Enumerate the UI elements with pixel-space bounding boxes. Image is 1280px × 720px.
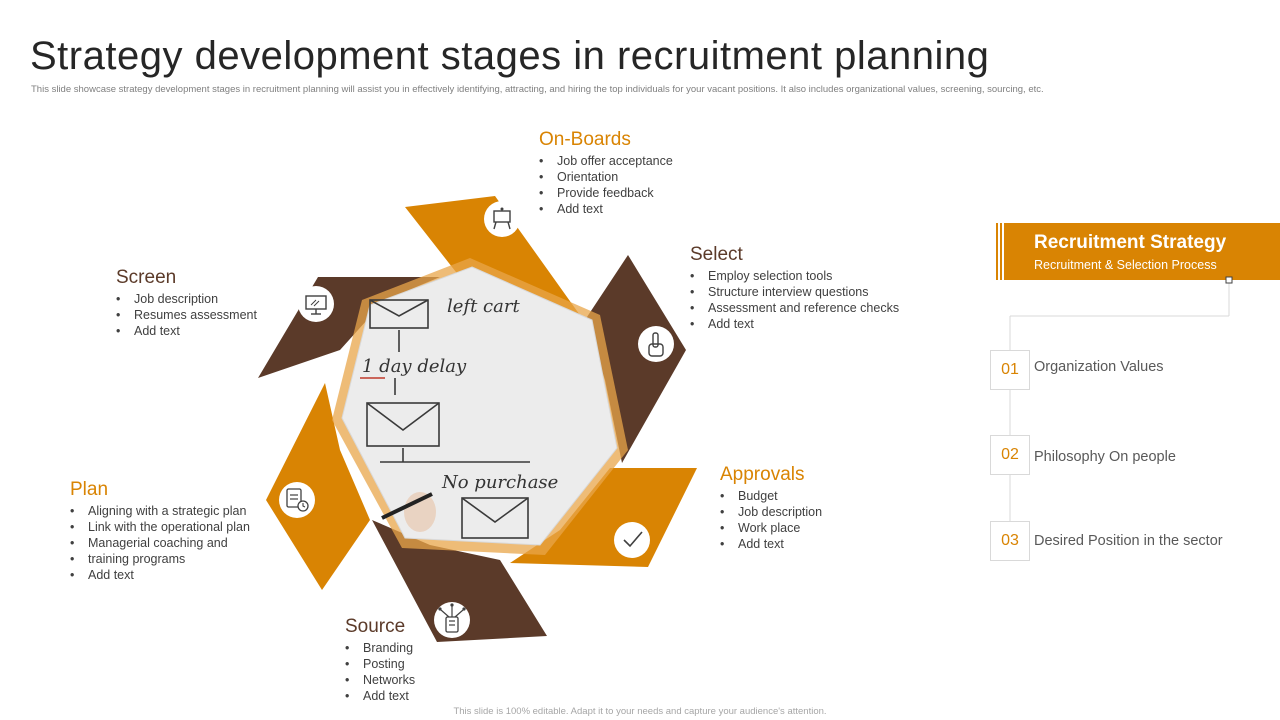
whiteboard-text-3: No purchase xyxy=(441,472,558,493)
presentation-board-icon xyxy=(484,201,520,237)
petal-onboards xyxy=(405,196,582,318)
header-accent-stripe xyxy=(1000,223,1002,280)
number-badge: 02 xyxy=(990,435,1030,475)
recruitment-strategy-title: Recruitment Strategy xyxy=(1034,232,1227,253)
list-item: Networks xyxy=(345,672,415,688)
list-item: Provide feedback xyxy=(539,185,673,201)
recruitment-strategy-subtitle: Recruitment & Selection Process xyxy=(1034,258,1217,272)
stage-onboards: On-Boards Job offer acceptance Orientati… xyxy=(539,129,673,217)
petal-source xyxy=(372,520,547,642)
stage-approvals: Approvals Budget Job description Work pl… xyxy=(720,464,822,552)
strategy-item-label: Organization Values xyxy=(1034,359,1164,375)
hand-marker-image xyxy=(381,492,436,532)
list-item: Add text xyxy=(345,688,415,704)
network-device-icon xyxy=(434,602,470,638)
recruitment-strategy-header: Recruitment Strategy Recruitment & Selec… xyxy=(1004,223,1280,280)
strategy-item-label: Philosophy On people xyxy=(1034,449,1176,465)
list-item: Structure interview questions xyxy=(690,284,899,300)
whiteboard-image xyxy=(342,267,617,545)
list-item: Orientation xyxy=(539,169,673,185)
list-item: Add text xyxy=(720,536,822,552)
stage-title-source: Source xyxy=(345,616,406,637)
stage-title-plan: Plan xyxy=(70,479,109,500)
stage-screen: Screen Job description Resumes assessmen… xyxy=(116,267,257,339)
stage-title-onboards: On-Boards xyxy=(539,129,631,150)
slide-subtitle: This slide showcase strategy development… xyxy=(31,84,1044,95)
list-item: Add text xyxy=(70,567,250,583)
stage-list-plan: Aligning with a strategic plan Link with… xyxy=(70,503,250,583)
list-item: Resumes assessment xyxy=(116,307,257,323)
stage-plan: Plan Aligning with a strategic plan Link… xyxy=(70,479,250,583)
list-item: Job description xyxy=(116,291,257,307)
stage-source: Source Branding Posting Networks Add tex… xyxy=(345,616,415,704)
stage-list-approvals: Budget Job description Work place Add te… xyxy=(720,488,822,552)
list-item: Add text xyxy=(116,323,257,339)
list-item: Posting xyxy=(345,656,415,672)
whiteboard-text-1: left cart xyxy=(447,296,520,317)
list-item: Link with the operational plan xyxy=(70,519,250,535)
list-item: Budget xyxy=(720,488,822,504)
slide-title: Strategy development stages in recruitme… xyxy=(30,34,990,78)
checkmark-icon xyxy=(614,522,650,558)
monitor-icon xyxy=(298,286,334,322)
stage-list-screen: Job description Resumes assessment Add t… xyxy=(116,291,257,339)
strategy-item-label: Desired Position in the sector xyxy=(1034,533,1223,549)
stage-list-onboards: Job offer acceptance Orientation Provide… xyxy=(539,153,673,217)
list-item: Job description xyxy=(720,504,822,520)
header-accent-stripe xyxy=(996,223,998,280)
stage-list-select: Employ selection tools Structure intervi… xyxy=(690,268,899,332)
list-item: training programs xyxy=(70,551,250,567)
list-item: Add text xyxy=(539,201,673,217)
slide-footer: This slide is 100% editable. Adapt it to… xyxy=(453,706,827,717)
list-item: Aligning with a strategic plan xyxy=(70,503,250,519)
number-badge: 03 xyxy=(990,521,1030,561)
whiteboard-sketch xyxy=(360,299,530,539)
stage-title-select: Select xyxy=(690,244,743,265)
whiteboard-text-2: 1 day delay xyxy=(362,356,467,377)
list-item: Employ selection tools xyxy=(690,268,899,284)
petal-plan xyxy=(266,383,370,590)
list-item: Job offer acceptance xyxy=(539,153,673,169)
list-item: Add text xyxy=(690,316,899,332)
petal-approvals xyxy=(510,468,697,567)
stage-list-source: Branding Posting Networks Add text xyxy=(345,640,415,704)
list-item: Assessment and reference checks xyxy=(690,300,899,316)
list-item: Branding xyxy=(345,640,415,656)
stage-title-screen: Screen xyxy=(116,267,177,288)
stage-title-approvals: Approvals xyxy=(720,464,805,485)
clipboard-clock-icon xyxy=(279,482,315,518)
list-item: Managerial coaching and xyxy=(70,535,250,551)
stage-select: Select Employ selection tools Structure … xyxy=(690,244,899,332)
petal-select xyxy=(585,255,686,463)
list-item: Work place xyxy=(720,520,822,536)
number-badge: 01 xyxy=(990,350,1030,390)
hand-pointer-icon xyxy=(638,326,674,362)
